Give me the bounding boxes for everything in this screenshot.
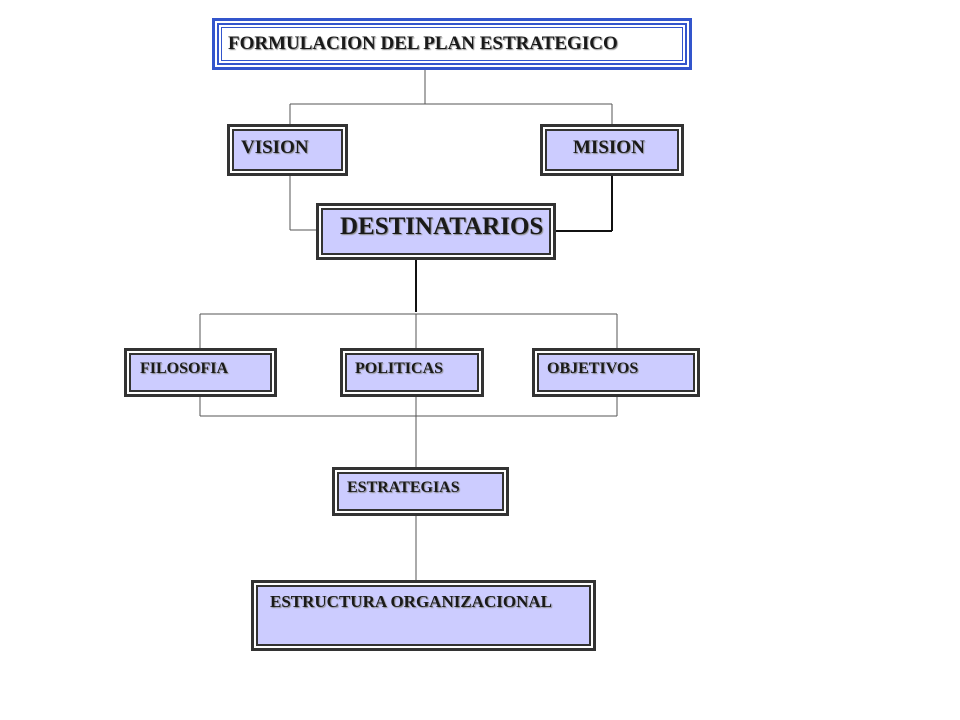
estrategias-box [332, 467, 509, 516]
title-box [212, 18, 692, 70]
filosofia-label: FILOSOFIA [140, 360, 229, 377]
objetivos-box [532, 348, 700, 397]
mision-box [540, 124, 684, 176]
estrategias-label: ESTRATEGIAS [347, 479, 460, 496]
estructura-box [251, 580, 596, 651]
objetivos-label: OBJETIVOS [547, 360, 639, 377]
diagram-title: FORMULACION DEL PLAN ESTRATEGICO [228, 33, 618, 54]
vision-box [227, 124, 348, 176]
destinatarios-label: DESTINATARIOS [340, 213, 544, 240]
filosofia-box [124, 348, 277, 397]
politicas-label: POLITICAS [355, 360, 444, 377]
mision-label: MISION [573, 137, 645, 158]
vision-label: VISION [241, 137, 309, 158]
politicas-box [340, 348, 484, 397]
destinatarios-box [316, 203, 556, 260]
estructura-label: ESTRUCTURA ORGANIZACIONAL [270, 592, 552, 611]
